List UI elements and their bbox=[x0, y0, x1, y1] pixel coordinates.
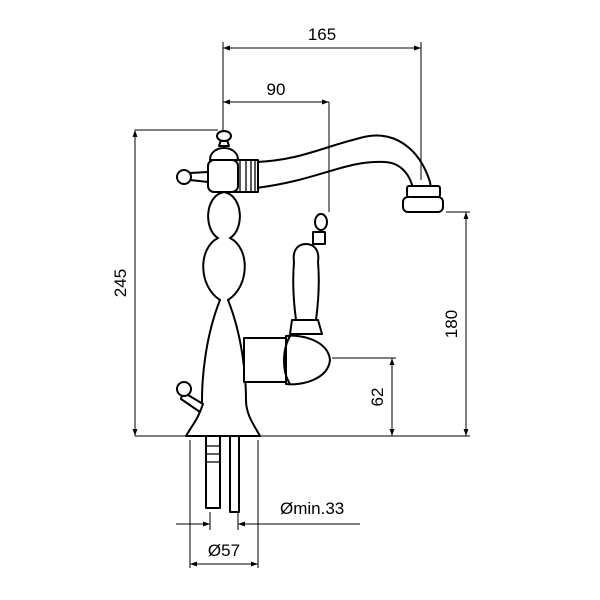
side-knob bbox=[176, 169, 192, 185]
supply-hose-right bbox=[229, 435, 240, 513]
popup-lever bbox=[180, 391, 204, 413]
aerator bbox=[402, 196, 444, 213]
top-cap-ring bbox=[207, 159, 239, 193]
handle-knob bbox=[314, 213, 328, 231]
side-knob-stem bbox=[189, 171, 209, 183]
handle-neck bbox=[289, 319, 323, 335]
label-spout-reach: 165 bbox=[308, 25, 336, 44]
top-cap bbox=[209, 147, 239, 161]
label-lever-height: 62 bbox=[368, 388, 387, 407]
spout bbox=[255, 134, 433, 198]
supply-hose-fittings bbox=[206, 445, 220, 463]
handle bbox=[292, 243, 320, 321]
lever-hub bbox=[243, 337, 287, 383]
column bbox=[185, 191, 261, 437]
dimension-lines bbox=[132, 42, 470, 568]
collar-rings bbox=[239, 160, 256, 192]
label-total-height: 245 bbox=[111, 269, 130, 297]
popup-knob bbox=[176, 381, 192, 397]
faucet-body bbox=[176, 130, 444, 513]
aerator-nut bbox=[406, 185, 441, 198]
label-base-diameter: Ø57 bbox=[208, 541, 240, 560]
lever-hub-cap bbox=[285, 334, 331, 386]
label-hole-diameter: Ømin.33 bbox=[280, 499, 344, 518]
handle-ferrule bbox=[312, 231, 326, 245]
label-spout-height: 180 bbox=[442, 310, 461, 338]
top-knob bbox=[216, 130, 232, 142]
lever-hub-ring bbox=[283, 335, 291, 385]
supply-hose-left bbox=[205, 435, 221, 509]
label-handle-offset: 90 bbox=[267, 80, 286, 99]
